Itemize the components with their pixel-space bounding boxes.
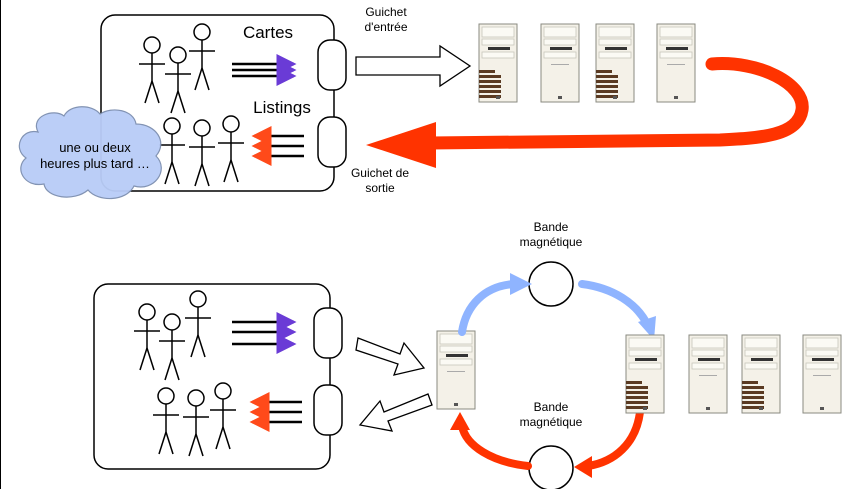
output-window-label: Guichet de sortie: [340, 166, 420, 196]
computer-tower-icon: [688, 334, 728, 414]
output-window-label-line1: Guichet de: [350, 166, 410, 180]
computer-tower-icon: [478, 23, 518, 103]
computer-tower-icon: [436, 330, 476, 410]
listings-label: Listings: [253, 98, 311, 117]
input-window-label: Guichet d'entrée: [346, 5, 426, 35]
magnetic-tape-icon: [528, 445, 574, 489]
red-arrow-to-tape: [584, 408, 644, 470]
computer-tower-icon: [802, 334, 842, 414]
computer-tower-icon: [656, 23, 696, 103]
output-window: [317, 116, 347, 168]
output-window-label-line2: sortie: [365, 181, 395, 195]
output-red-arrowhead: [366, 122, 436, 168]
cloud-label-line1: une ou deux: [59, 140, 131, 155]
red-arrowhead-1: [574, 456, 592, 478]
output-hollow-arrow-bottom: [358, 393, 433, 432]
computer-tower-icon: [625, 334, 665, 414]
input-hollow-arrow-bottom: [355, 337, 426, 376]
red-arrow-to-satellite: [458, 422, 532, 470]
computer-tower-icon: [595, 23, 635, 103]
output-window-bottom: [313, 384, 343, 436]
tape-bottom-label: Bande magnétique: [508, 400, 594, 430]
tape-top-label-line2: magnétique: [519, 235, 583, 249]
input-window-label-line2: d'entrée: [364, 20, 408, 34]
cards-label: Cartes: [242, 23, 294, 42]
input-window: [317, 39, 347, 91]
blue-arrowhead-1: [510, 273, 532, 295]
input-window-label-line1: Guichet: [365, 5, 407, 19]
red-arrowhead-2: [450, 412, 470, 430]
cards-arrows-bottom: [232, 312, 297, 354]
blue-arrow-to-main: [578, 280, 650, 326]
tape-top-label: Bande magnétique: [508, 220, 594, 250]
cloud-label-line2: heures plus tard …: [40, 156, 150, 172]
cards-arrows: [232, 54, 297, 86]
tape-top-label-line1: Bande: [533, 220, 569, 234]
input-window-bottom: [313, 307, 343, 359]
blue-arrowhead-2: [638, 316, 656, 340]
tape-bottom-label-line1: Bande: [533, 400, 569, 414]
magnetic-tape-icon: [528, 261, 574, 307]
computer-tower-icon: [540, 23, 580, 103]
user-room-box-bottom: [93, 283, 331, 470]
listings-arrows: [251, 126, 304, 166]
computer-tower-icon: [741, 334, 781, 414]
cloud-icon: [18, 106, 162, 200]
tape-bottom-label-line2: magnétique: [519, 415, 583, 429]
output-red-arrow: [423, 57, 809, 150]
input-hollow-arrow: [355, 44, 472, 88]
blue-arrow-to-tape: [458, 280, 518, 336]
cloud-label: une ou deux heures plus tard …: [20, 140, 170, 173]
listings-arrows-bottom: [249, 392, 302, 432]
